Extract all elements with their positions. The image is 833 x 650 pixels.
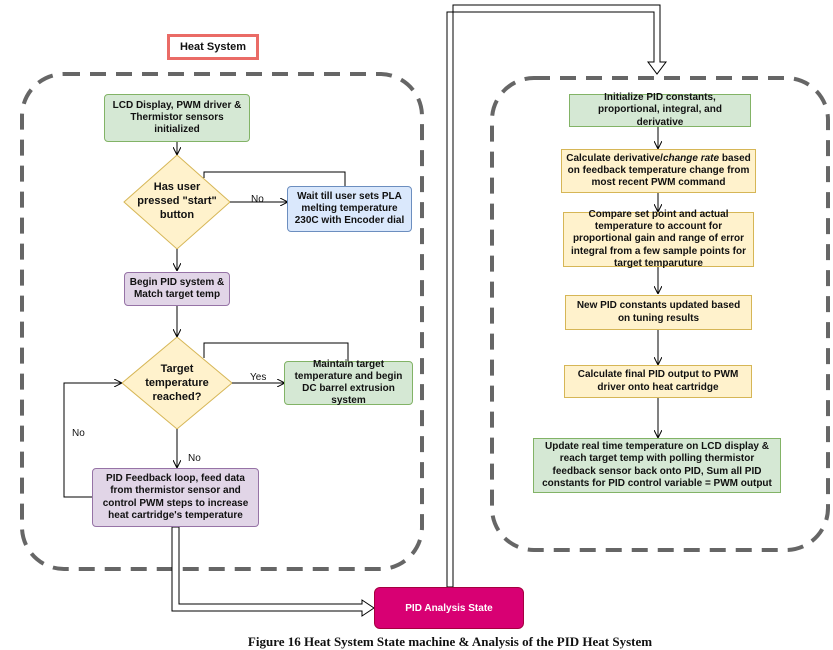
feedback-loop-node: PID Feedback loop, feed data from thermi…: [92, 468, 259, 527]
edge-label-no-loop: No: [72, 428, 85, 439]
wait-setpoint-node: Wait till user sets PLA melting temperat…: [287, 186, 412, 232]
begin-pid-label: Begin PID system & Match target temp: [129, 276, 225, 300]
feedback-loop-label: PID Feedback loop, feed data from thermi…: [102, 473, 249, 521]
start-decision-label: Has user pressed "start" button: [137, 181, 217, 221]
target-decision-label: Target temperature reached?: [145, 363, 209, 403]
calc-derivative-text-italic: change rate: [662, 152, 720, 164]
edge-label-yes-target: Yes: [250, 372, 267, 383]
edge-feedback-loop-back: [63, 383, 121, 498]
calc-derivative-node: Calculate derivative/change rate based o…: [561, 149, 756, 193]
heat-system-container: [20, 72, 424, 571]
update-constants-node: New PID constants updated based on tunin…: [565, 295, 752, 330]
edge-label-no-target: No: [188, 453, 201, 464]
edge-label-no-start: No: [251, 194, 264, 205]
update-display-label: Update real time temperature on LCD disp…: [542, 441, 772, 489]
figure-caption: Figure 16 Heat System State machine & An…: [247, 634, 653, 649]
pid-analysis-state: PID Analysis State: [374, 587, 524, 629]
pid-analysis-container: [490, 76, 830, 552]
final-output-node: Calculate final PID output to PWM driver…: [564, 365, 752, 398]
lcd-init-label: LCD Display, PWM driver & Thermistor sen…: [112, 99, 242, 136]
final-output-label: Calculate final PID output to PWM driver…: [577, 369, 739, 393]
edge-maintain-loop-back: [203, 342, 349, 361]
calc-derivative-text-a: Calculate derivative/: [566, 152, 663, 164]
heat-system-title: Heat System: [167, 34, 259, 60]
maintain-label: Maintain target temperature and begin DC…: [294, 358, 403, 407]
init-constants-label: Initialize PID constants, proportional, …: [598, 92, 722, 128]
hollow-arrow-to-analysis: [171, 526, 375, 617]
wait-setpoint-label: Wait till user sets PLA melting temperat…: [294, 190, 405, 227]
calc-derivative-text-b: based on feedback temperature change fro…: [567, 152, 751, 189]
update-constants-label: New PID constants updated based on tunin…: [576, 300, 741, 324]
edge-wait-loop-back: [203, 171, 346, 186]
init-constants-node: Initialize PID constants, proportional, …: [569, 92, 751, 128]
compare-node: Compare set point and actual temperature…: [563, 209, 754, 269]
lcd-init-node: LCD Display, PWM driver & Thermistor sen…: [104, 94, 250, 142]
maintain-node: Maintain target temperature and begin DC…: [284, 358, 413, 407]
update-display-node: Update real time temperature on LCD disp…: [533, 438, 781, 493]
compare-label: Compare set point and actual temperature…: [570, 209, 747, 269]
calc-derivative-label: Calculate derivative/change rate based o…: [566, 153, 751, 190]
hollow-arrow-to-pid-panel: [446, 4, 667, 588]
begin-pid-node: Begin PID system & Match target temp: [124, 272, 230, 306]
